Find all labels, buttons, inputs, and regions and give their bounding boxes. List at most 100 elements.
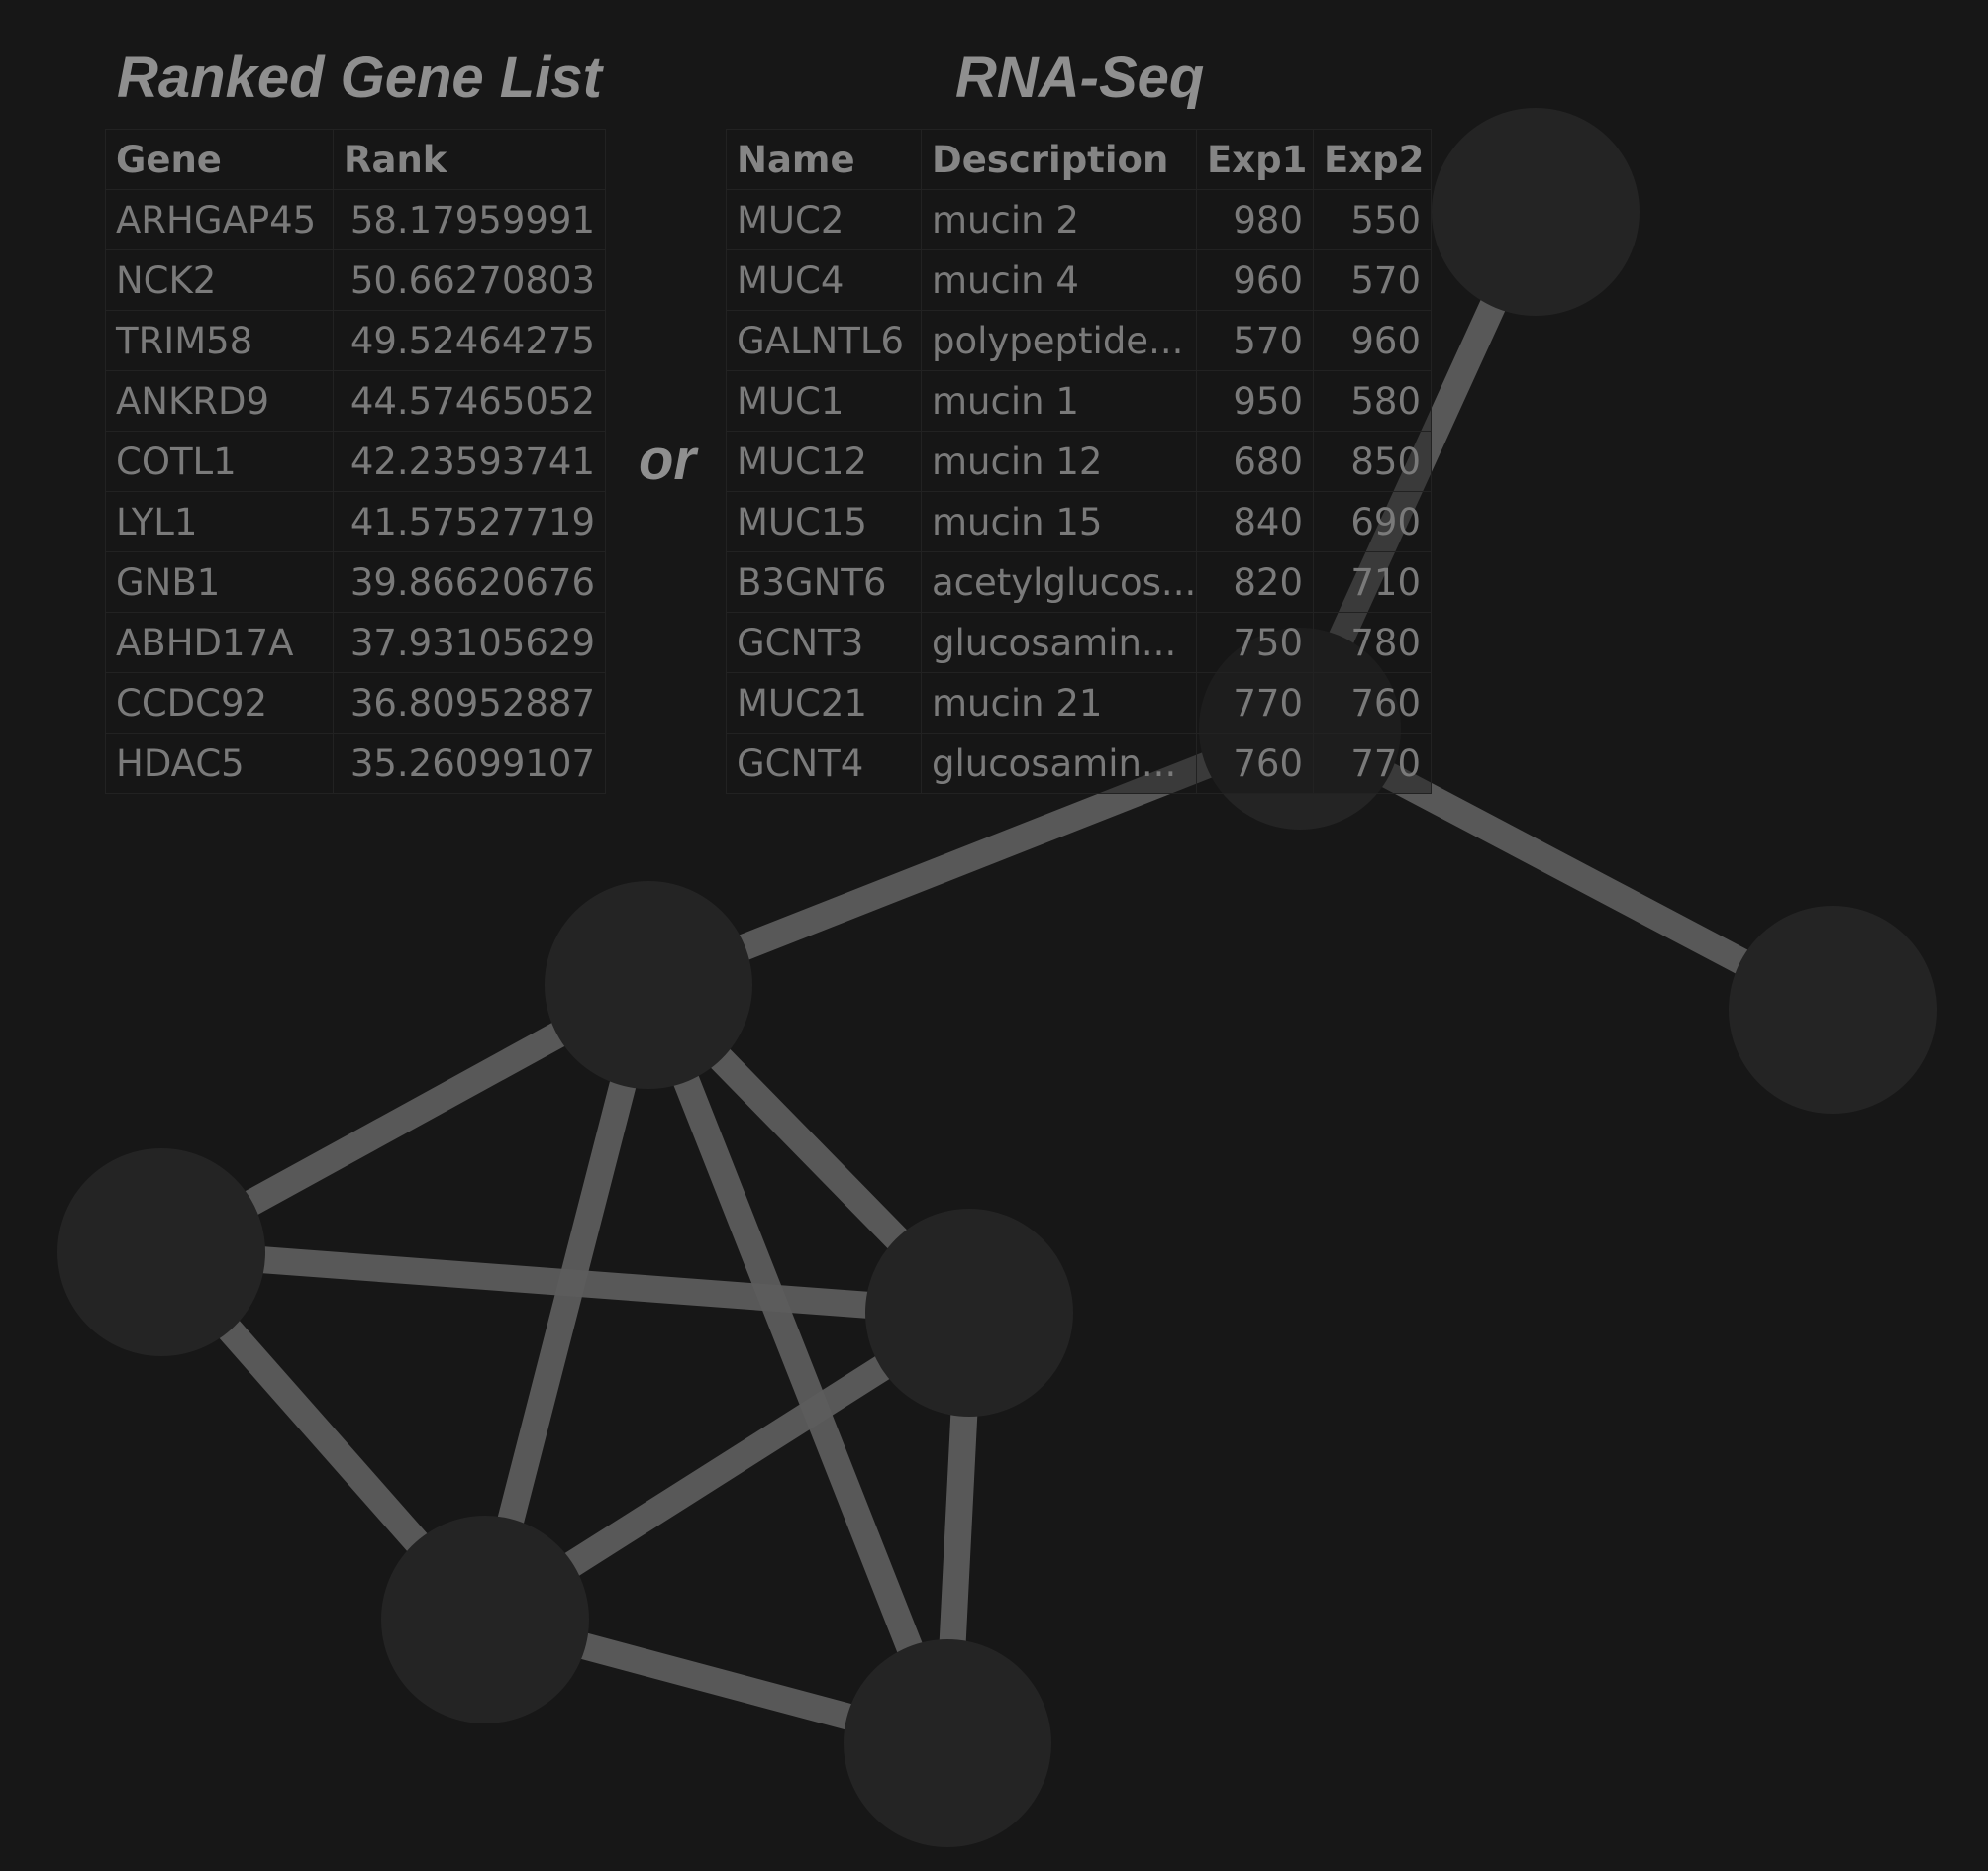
exp1-cell: 770 <box>1196 672 1314 734</box>
rank-cell: 58.17959991 <box>333 189 606 250</box>
exp2-cell: 850 <box>1313 431 1432 492</box>
rank-cell: 49.52464275 <box>333 310 606 371</box>
gene-cell: ARHGAP45 <box>105 189 334 250</box>
name-cell: MUC4 <box>726 249 922 311</box>
description-cell: glucosamin... <box>921 733 1197 794</box>
exp1-cell: 750 <box>1196 612 1314 673</box>
gene-cell: ANKRD9 <box>105 370 334 432</box>
description-cell: mucin 1 <box>921 370 1197 432</box>
column-header-description: Description <box>921 129 1197 190</box>
column-header-rank: Rank <box>333 129 606 190</box>
description-cell: mucin 12 <box>921 431 1197 492</box>
exp1-cell: 840 <box>1196 491 1314 552</box>
node <box>865 1209 1073 1417</box>
or-separator: or <box>639 428 696 492</box>
exp1-cell: 680 <box>1196 431 1314 492</box>
exp2-cell: 570 <box>1313 249 1432 311</box>
rank-cell: 42.23593741 <box>333 431 606 492</box>
rna-seq-title: RNA-Seq <box>955 46 1205 110</box>
exp1-cell: 960 <box>1196 249 1314 311</box>
header-row: Name Description Exp1 Exp2 <box>726 129 1432 190</box>
exp1-cell: 950 <box>1196 370 1314 432</box>
rank-cell: 36.80952887 <box>333 672 606 734</box>
column-header-exp2: Exp2 <box>1313 129 1432 190</box>
description-cell: mucin 15 <box>921 491 1197 552</box>
rank-cell: 44.57465052 <box>333 370 606 432</box>
gene-cell: LYL1 <box>105 491 334 552</box>
node <box>1432 108 1640 316</box>
column-header-exp1: Exp1 <box>1196 129 1314 190</box>
gene-cell: CCDC92 <box>105 672 334 734</box>
exp1-cell: 980 <box>1196 189 1314 250</box>
name-cell: MUC1 <box>726 370 922 432</box>
name-cell: GALNTL6 <box>726 310 922 371</box>
exp2-cell: 580 <box>1313 370 1432 432</box>
exp2-cell: 960 <box>1313 310 1432 371</box>
edge <box>159 1238 971 1327</box>
exp2-cell: 690 <box>1313 491 1432 552</box>
node <box>57 1148 265 1356</box>
description-cell: mucin 4 <box>921 249 1197 311</box>
gene-cell: HDAC5 <box>105 733 334 794</box>
edge <box>636 980 960 1748</box>
description-cell: mucin 2 <box>921 189 1197 250</box>
gene-cell: GNB1 <box>105 551 334 613</box>
rank-cell: 37.93105629 <box>333 612 606 673</box>
edge <box>471 981 662 1624</box>
exp1-cell: 820 <box>1196 551 1314 613</box>
description-cell: acetylglucos... <box>921 551 1197 613</box>
rank-cell: 35.26099107 <box>333 733 606 794</box>
ranked-gene-list-title: Ranked Gene List <box>117 46 602 110</box>
gene-cell: NCK2 <box>105 249 334 311</box>
name-cell: MUC12 <box>726 431 922 492</box>
gene-cell: TRIM58 <box>105 310 334 371</box>
rank-cell: 50.66270803 <box>333 249 606 311</box>
node <box>844 1639 1051 1847</box>
rank-cell: 41.57527719 <box>333 491 606 552</box>
name-cell: MUC21 <box>726 672 922 734</box>
exp1-cell: 760 <box>1196 733 1314 794</box>
column-header-gene: Gene <box>105 129 334 190</box>
exp2-cell: 770 <box>1313 733 1432 794</box>
name-cell: MUC2 <box>726 189 922 250</box>
header-row: Gene Rank <box>105 129 606 190</box>
description-cell: mucin 21 <box>921 672 1197 734</box>
node <box>545 881 752 1089</box>
description-cell: polypeptide... <box>921 310 1197 371</box>
gene-cell: COTL1 <box>105 431 334 492</box>
rank-cell: 39.86620676 <box>333 551 606 613</box>
exp2-cell: 550 <box>1313 189 1432 250</box>
name-cell: GCNT4 <box>726 733 922 794</box>
gene-cell: ABHD17A <box>105 612 334 673</box>
description-cell: glucosamin... <box>921 612 1197 673</box>
name-cell: B3GNT6 <box>726 551 922 613</box>
node <box>1729 906 1937 1114</box>
exp2-cell: 710 <box>1313 551 1432 613</box>
exp2-cell: 760 <box>1313 672 1432 734</box>
name-cell: MUC15 <box>726 491 922 552</box>
column-header-name: Name <box>726 129 922 190</box>
name-cell: GCNT3 <box>726 612 922 673</box>
exp2-cell: 780 <box>1313 612 1432 673</box>
